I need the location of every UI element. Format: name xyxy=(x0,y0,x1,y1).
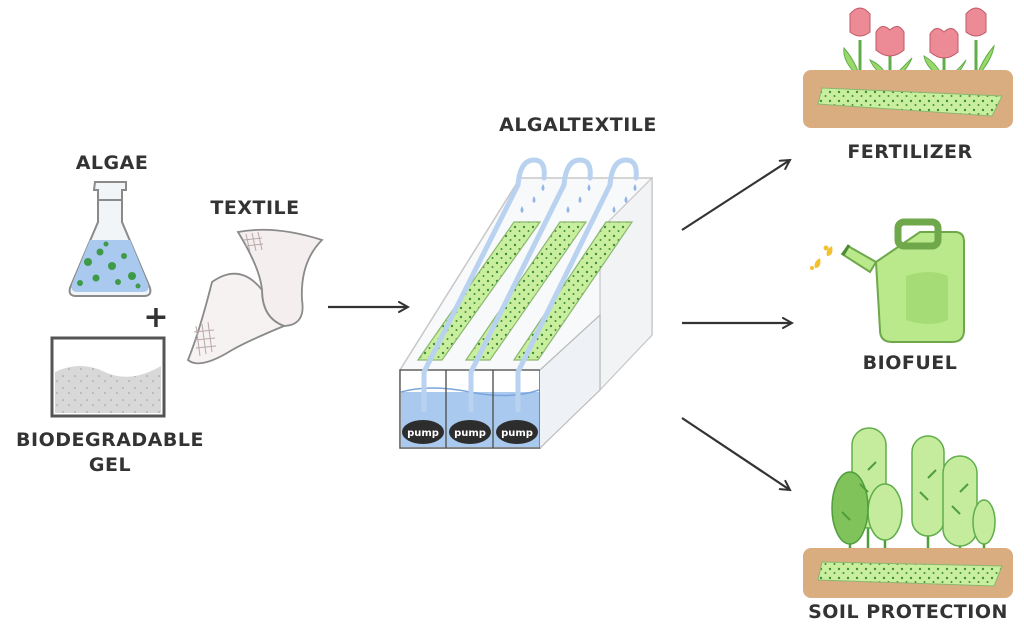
algae-flask-icon xyxy=(68,181,152,297)
algaltextile-label: ALGALTEXTILE xyxy=(499,114,657,136)
algae-label: ALGAE xyxy=(76,152,149,174)
pump-1: pump xyxy=(402,420,444,444)
gel-container-icon xyxy=(50,336,166,418)
soil-protection-label: SOIL PROTECTION xyxy=(808,601,1008,623)
pump-1-label: pump xyxy=(407,428,439,439)
fertilizer-tulips-icon xyxy=(803,7,1013,128)
soil-protection-trees-icon xyxy=(803,427,1013,598)
textile-icon xyxy=(186,228,324,365)
pump-2: pump xyxy=(449,420,491,444)
biodegradable-gel-label-line1: BIODEGRADABLE xyxy=(16,429,204,451)
algaltextile-reactor-icon xyxy=(399,157,653,449)
arrow-to-soil-protection xyxy=(681,417,790,490)
fertilizer-label: FERTILIZER xyxy=(847,141,972,163)
pump-2-label: pump xyxy=(454,428,486,439)
pump-3-label: pump xyxy=(501,428,533,439)
pump-3: pump xyxy=(496,420,538,444)
arrow-to-fertilizer xyxy=(681,160,790,231)
textile-label: TEXTILE xyxy=(210,197,299,219)
biofuel-jerrycan-icon xyxy=(810,218,965,343)
biodegradable-gel-label-line2: GEL xyxy=(89,454,131,476)
biofuel-label: BIOFUEL xyxy=(863,352,958,374)
plus-sign: + xyxy=(143,300,168,335)
